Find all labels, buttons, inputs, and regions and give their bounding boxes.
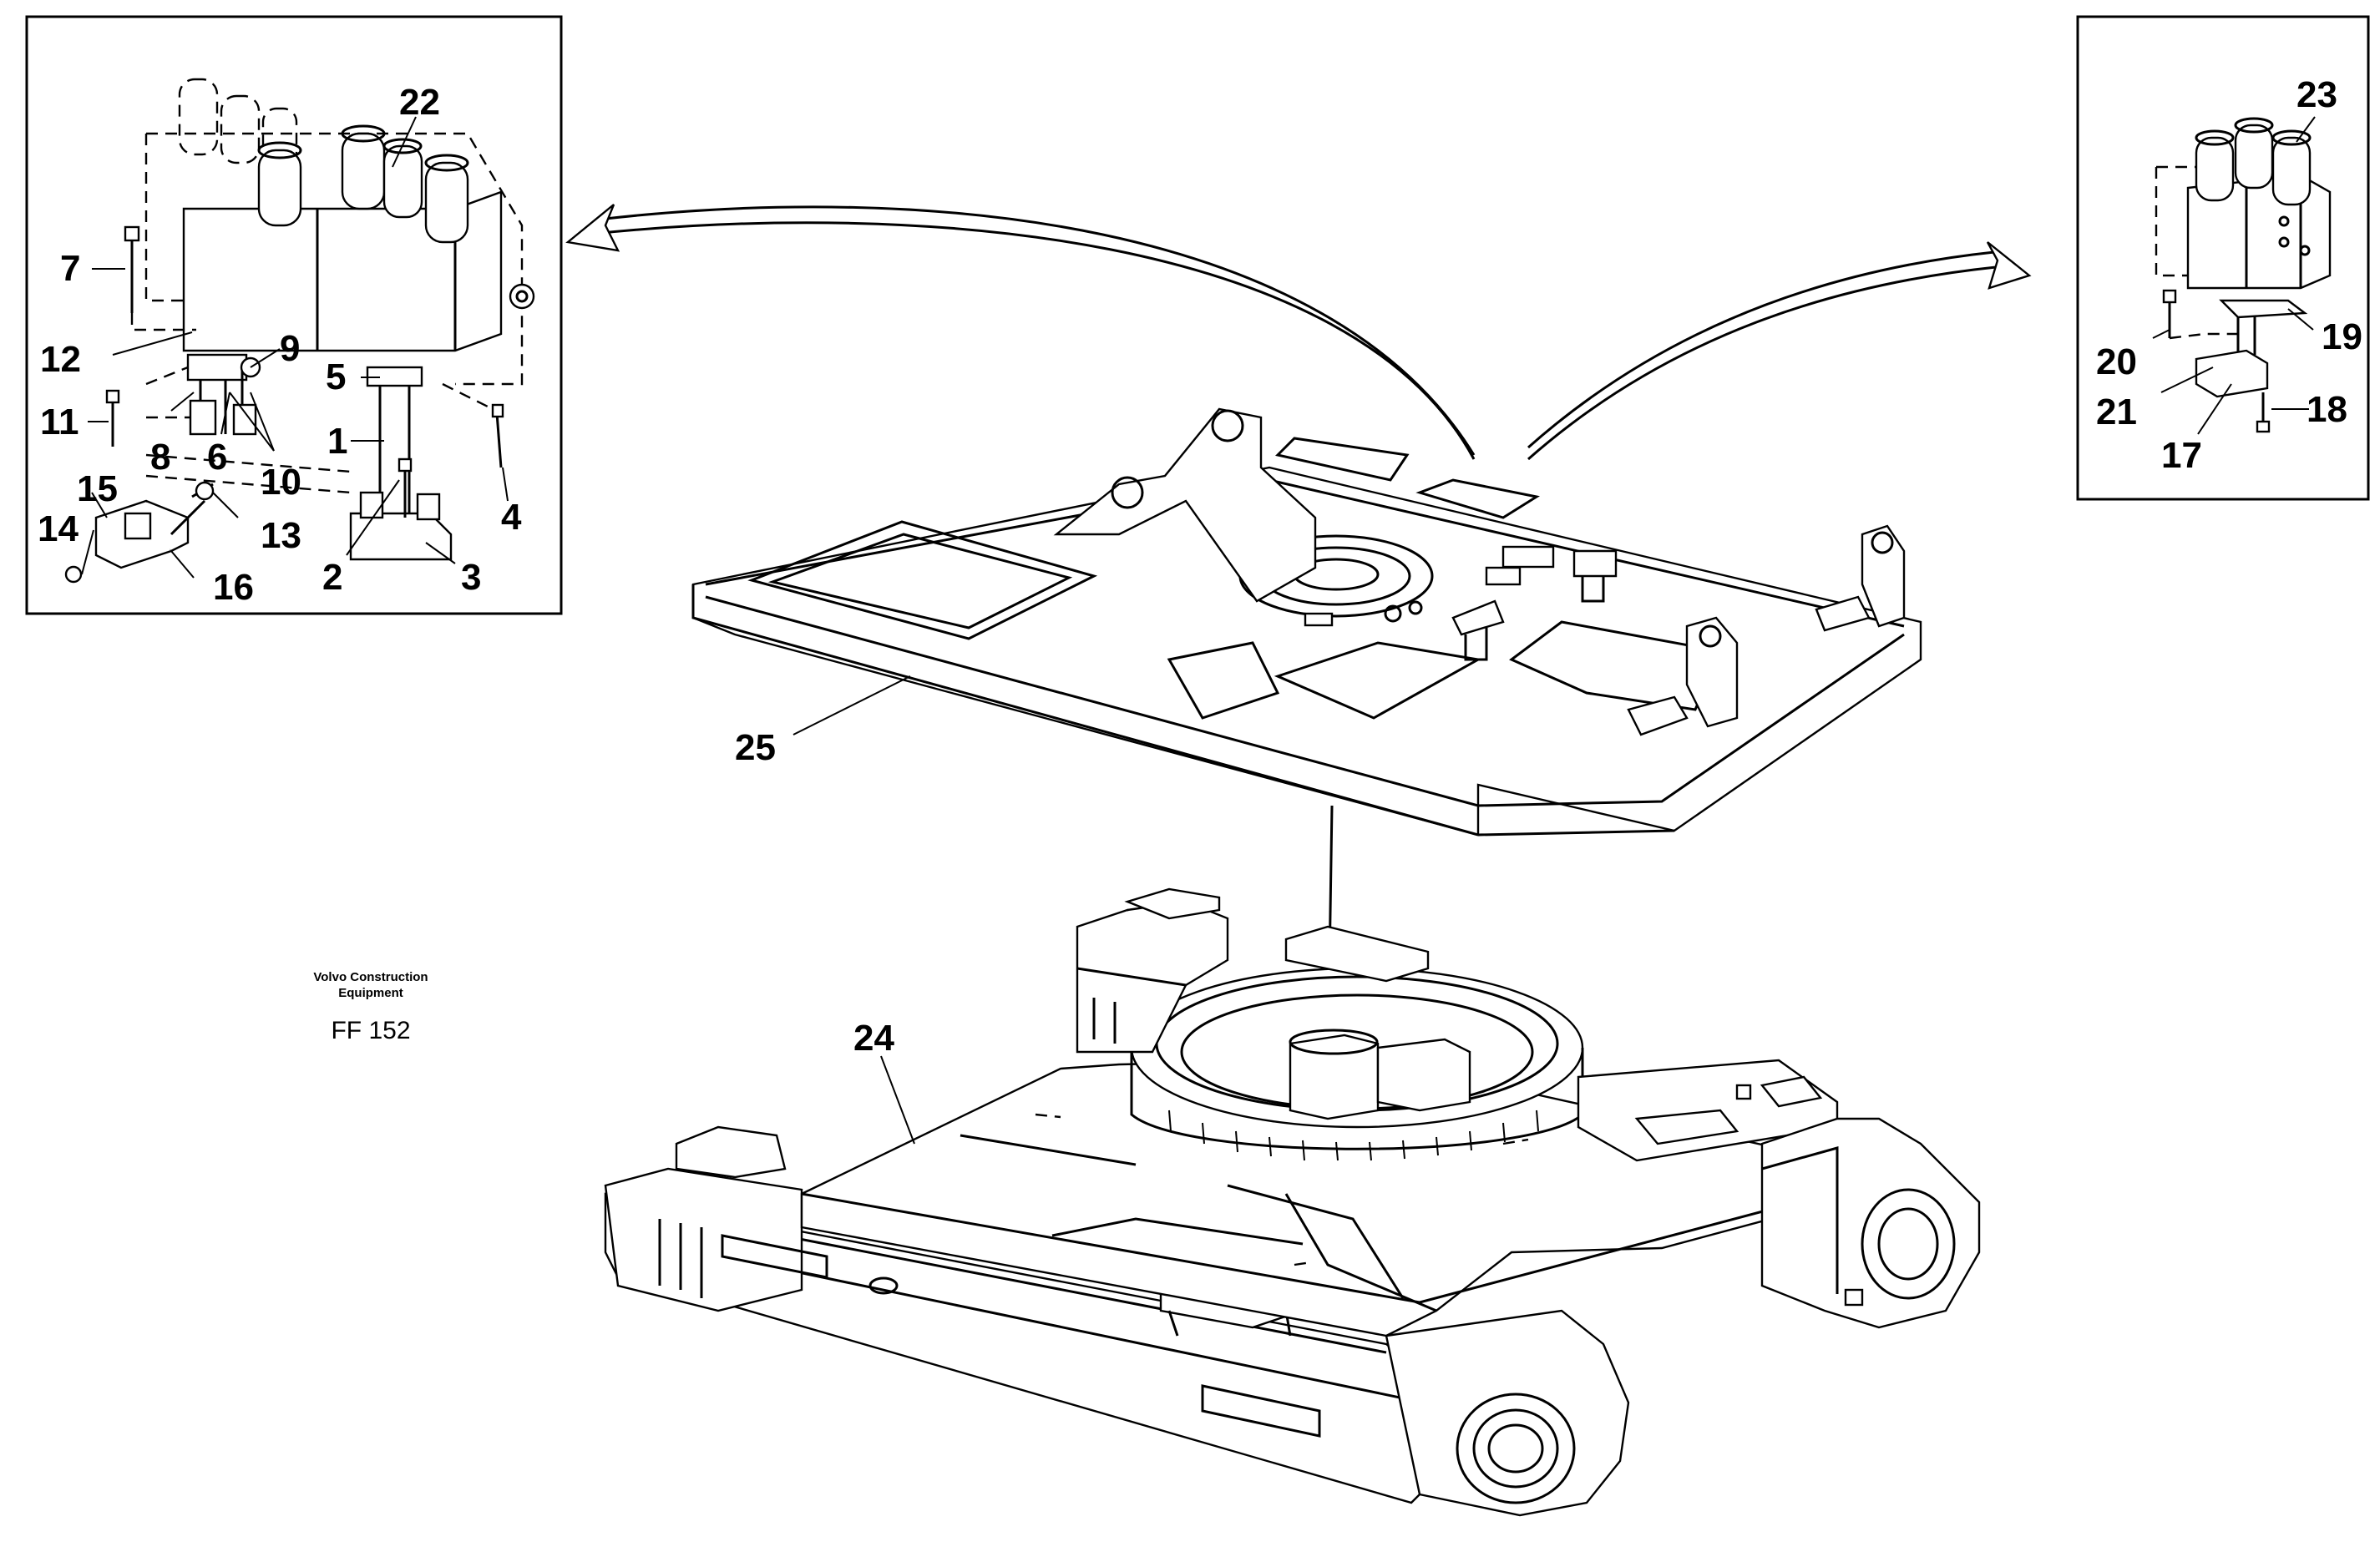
callout-24: 24	[853, 1018, 894, 1059]
callout-18: 18	[2307, 389, 2347, 430]
callout-2: 2	[322, 557, 342, 598]
callout-10: 10	[261, 462, 301, 503]
callout-9: 9	[280, 328, 300, 369]
left-inset-valve-block: 22 7 12 9 5 11 1 8 6 10 4 15 13 14 2 3 1…	[25, 15, 563, 615]
callout-12: 12	[40, 339, 81, 380]
undercarriage-part-24: 24	[604, 887, 1981, 1517]
callout-19: 19	[2322, 316, 2362, 357]
callout-1: 1	[327, 421, 347, 462]
reference-arrows	[565, 204, 2032, 461]
callout-11: 11	[40, 402, 79, 442]
callout-7: 7	[60, 248, 80, 289]
right-inset-valve-block: 23 19 20 21 18 17	[2076, 15, 2370, 501]
callout-5: 5	[326, 356, 346, 397]
callout-15: 15	[77, 468, 118, 509]
credit-company-line1: Volvo Construction	[313, 970, 428, 984]
callout-20: 20	[2096, 341, 2137, 382]
credit-company-line2: Equipment	[338, 986, 403, 1000]
callout-23: 23	[2296, 74, 2337, 115]
callout-4: 4	[501, 497, 522, 538]
figure-code: FF 152	[331, 1017, 410, 1044]
credit-block: Volvo Construction Equipment FF 152	[313, 970, 428, 1044]
callout-6: 6	[207, 437, 227, 478]
callout-3: 3	[461, 557, 481, 598]
callout-13: 13	[261, 515, 301, 556]
callout-25: 25	[735, 727, 776, 768]
callout-14: 14	[38, 508, 78, 549]
upper-frame-part-25: 25	[691, 407, 1922, 837]
callout-21: 21	[2096, 392, 2137, 432]
callout-17: 17	[2161, 435, 2202, 476]
callout-22: 22	[399, 82, 440, 123]
callout-16: 16	[213, 567, 254, 608]
callout-8: 8	[150, 437, 170, 478]
